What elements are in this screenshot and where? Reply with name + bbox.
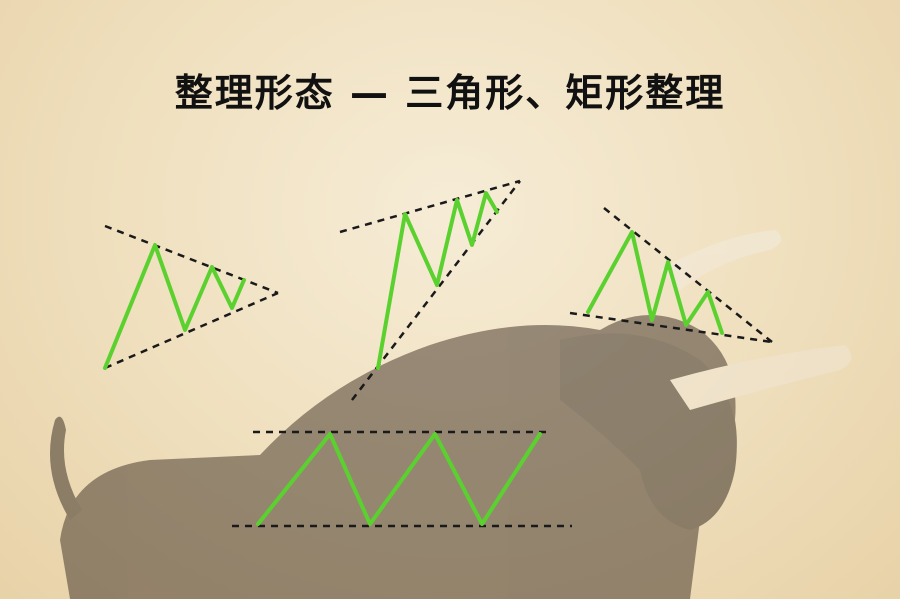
price-line: [256, 432, 542, 526]
price-line: [103, 243, 246, 370]
price-line: [586, 230, 724, 335]
descending-triangle-figure: [569, 207, 773, 344]
slide-title: 整理形态 — 三角形、矩形整理: [174, 71, 726, 115]
rectangle-figure: [232, 430, 572, 528]
symmetric-triangle-figure: [103, 224, 279, 370]
upper-trendline: [104, 224, 279, 295]
upper-trendline: [339, 179, 521, 234]
lower-trendline: [104, 291, 279, 370]
price-line: [376, 191, 499, 370]
upper-trendline: [603, 207, 773, 343]
ascending-triangle-figure: [339, 179, 521, 401]
lower-trendline: [569, 311, 773, 344]
